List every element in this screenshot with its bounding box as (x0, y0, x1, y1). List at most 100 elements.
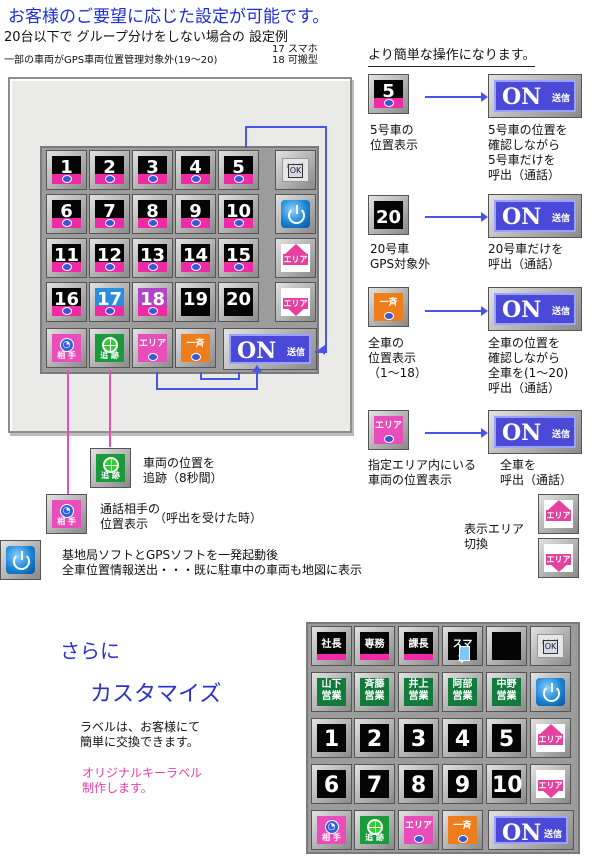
custom-number-key[interactable]: 1 (311, 718, 352, 758)
connector-line (325, 126, 327, 352)
example-desc: 5号車の位置表示 (370, 123, 419, 152)
car-key-1[interactable]: 1 (46, 150, 87, 190)
custom-staff-key[interactable]: 山下営業 (311, 672, 352, 712)
car-key-3[interactable]: 3 (132, 150, 173, 190)
smartphone-icon (459, 646, 470, 661)
custom-issei-key[interactable]: 一斉 (442, 810, 483, 850)
car-key-7[interactable]: 7 (89, 194, 130, 234)
aite-desc: 通話相手の 位置表示 （呼出を受けた時） (100, 502, 263, 531)
car-key-5[interactable]: 5 (218, 150, 259, 190)
car-number: 12 (96, 245, 123, 266)
custom-number-key[interactable]: 10 (486, 764, 527, 804)
ok-button[interactable]: OK (543, 640, 558, 654)
send-label: 送信 (286, 348, 305, 358)
custom-name-key[interactable]: 課長 (398, 626, 439, 666)
example-key-20: 20 (368, 195, 409, 235)
tsuiseki-legend-key: 追 跡 (90, 448, 131, 488)
example-area-up[interactable]: エリア (538, 494, 579, 534)
car-key-16[interactable]: 16 (46, 282, 87, 322)
car-key-15[interactable]: 15 (218, 238, 259, 278)
car-key-2[interactable]: 2 (89, 150, 130, 190)
custom-name-key[interactable]: 社長 (311, 626, 352, 666)
connector-line (156, 372, 158, 390)
car-key-14[interactable]: 14 (175, 238, 216, 278)
message-ok-key[interactable]: ﾒｯｾｰｼﾞOK (530, 626, 571, 666)
area-label: エリア (283, 254, 308, 265)
car-key-17[interactable]: 17 (89, 282, 130, 322)
ok-button[interactable]: OK (288, 164, 303, 178)
custom-number-key[interactable]: 8 (398, 764, 439, 804)
custom-area-up-key[interactable]: エリア (530, 718, 571, 758)
connector-line (156, 388, 258, 390)
custom-staff-key[interactable]: 阿部営業 (442, 672, 483, 712)
car-key-9[interactable]: 9 (175, 194, 216, 234)
car-number: 8 (146, 201, 159, 222)
example-desc: 全車を呼出（通話） (500, 458, 573, 487)
custom-staff-key[interactable]: 井上営業 (398, 672, 439, 712)
gps-icon (190, 353, 201, 361)
custom-name-key[interactable]: 専務 (354, 626, 395, 666)
car-key-11[interactable]: 11 (46, 238, 87, 278)
customize-title-1: さらに (60, 639, 120, 663)
area-down-key[interactable]: エリア (275, 282, 316, 322)
gps-target-icon (102, 457, 119, 473)
custom-number-key[interactable]: 5 (486, 718, 527, 758)
car-number: 19 (182, 289, 209, 310)
area-call-key[interactable]: エリア (132, 328, 173, 368)
aite-key[interactable]: ◔相 手 (46, 328, 87, 368)
custom-tsuiseki-key[interactable]: 追 跡 (354, 810, 395, 850)
car-number: 17 (96, 289, 123, 310)
area-label: エリア (546, 554, 571, 565)
send-label: 送信 (551, 307, 570, 317)
custom-name-key[interactable]: スマホ (442, 626, 483, 666)
car-key-4[interactable]: 4 (175, 150, 216, 190)
gps-icon (61, 175, 72, 183)
page-title: お客様のご要望に応じた設定が可能です。 (8, 7, 330, 27)
car-number: 13 (139, 245, 166, 266)
car-key-12[interactable]: 12 (89, 238, 130, 278)
example-desc: 全車の位置を確認しながら全車を(1〜20)呼出（通話） (488, 336, 569, 395)
car-key-18[interactable]: 18 (132, 282, 173, 322)
custom-number-key[interactable]: 3 (398, 718, 439, 758)
power-key[interactable] (275, 194, 316, 234)
car-key-6[interactable]: 6 (46, 194, 87, 234)
gps-icon (233, 219, 244, 227)
custom-staff-key[interactable]: 斉藤営業 (354, 672, 395, 712)
custom-number-key[interactable]: 6 (311, 764, 352, 804)
custom-number-key[interactable]: 7 (354, 764, 395, 804)
custom-number-key[interactable]: 4 (442, 718, 483, 758)
send-label: 送信 (551, 214, 570, 224)
issei-key[interactable]: 一斉 (175, 328, 216, 368)
car-key-19[interactable]: 19 (175, 282, 216, 322)
area-up-key[interactable]: エリア (275, 238, 316, 278)
on-label: ON (502, 297, 542, 323)
config-subtitle: 20台以下で グループ分けをしない場合の 設定例 (4, 30, 289, 45)
gps-note-side: 17 スマホ 18 可搬型 (272, 44, 318, 66)
gps-icon (233, 263, 244, 271)
power-key[interactable] (530, 672, 571, 712)
message-ok-key[interactable]: ﾒｯｾｰｼﾞOK (275, 150, 316, 190)
custom-area-down-key[interactable]: エリア (530, 764, 571, 804)
car-number: 18 (139, 289, 166, 310)
on-label: ON (502, 84, 542, 110)
legend-line (109, 370, 111, 447)
car-key-10[interactable]: 10 (218, 194, 259, 234)
area-label: エリア (546, 510, 571, 521)
car-key-8[interactable]: 8 (132, 194, 173, 234)
custom-number-key[interactable]: 2 (354, 718, 395, 758)
custom-aite-key[interactable]: ◔相 手 (311, 810, 352, 850)
car-key-13[interactable]: 13 (132, 238, 173, 278)
car-key-20[interactable]: 20 (218, 282, 259, 322)
example-area-down[interactable]: エリア (538, 538, 579, 578)
custom-area-call-key[interactable]: エリア (398, 810, 439, 850)
custom-number-key[interactable]: 9 (442, 764, 483, 804)
tsuiseki-key[interactable]: 追 跡 (89, 328, 130, 368)
custom-blank-key[interactable] (486, 626, 527, 666)
example-on-button[interactable]: ON 送信 (488, 287, 582, 331)
custom-staff-key[interactable]: 中野営業 (486, 672, 527, 712)
